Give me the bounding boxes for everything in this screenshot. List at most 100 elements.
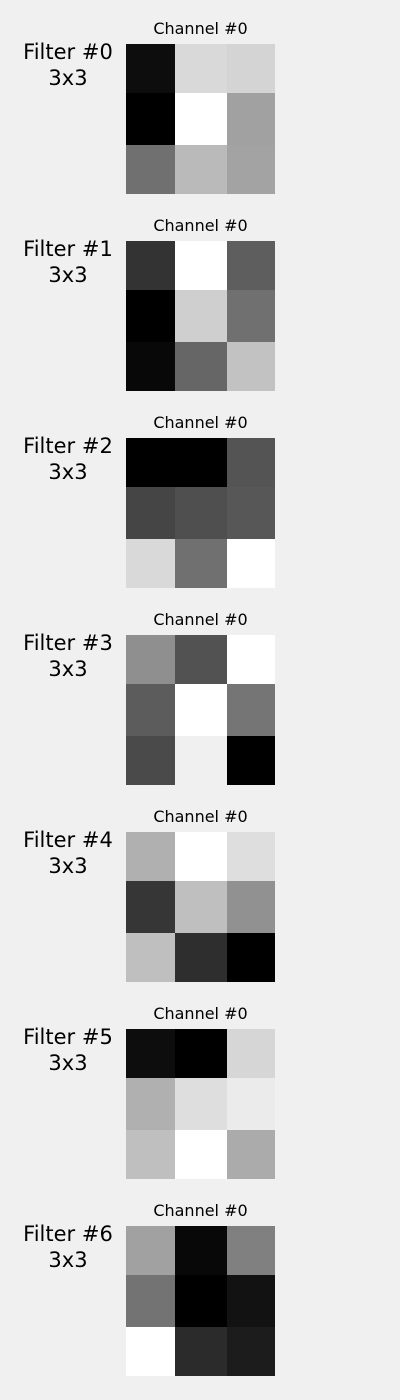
heatmap-grid bbox=[126, 241, 275, 391]
heatmap-grid bbox=[126, 1226, 275, 1376]
channel-title: Channel #0 bbox=[153, 1201, 248, 1220]
heatmap-cell-r1-c0 bbox=[126, 881, 175, 933]
heatmap-cell-r2-c1 bbox=[175, 342, 227, 391]
filter-size: 3x3 bbox=[48, 854, 88, 878]
heatmap-cell-r0-c0 bbox=[126, 1226, 175, 1275]
heatmap-grid bbox=[126, 635, 275, 785]
filter-name: Filter #1 bbox=[23, 237, 113, 261]
heatmap-cell-r0-c0 bbox=[126, 241, 175, 290]
heatmap-cell-r1-c1 bbox=[175, 290, 227, 342]
heatmap-cell-r2-c0 bbox=[126, 736, 175, 785]
channel-title: Channel #0 bbox=[153, 216, 248, 235]
channel-title: Channel #0 bbox=[153, 807, 248, 826]
filter-name: Filter #0 bbox=[23, 40, 113, 64]
heatmap-cell-r1-c0 bbox=[126, 93, 175, 145]
heatmap-cell-r1-c2 bbox=[227, 290, 275, 342]
heatmap-cell-r2-c2 bbox=[227, 1327, 275, 1376]
heatmap-cell-r1-c2 bbox=[227, 487, 275, 539]
heatmap-cell-r0-c1 bbox=[175, 438, 227, 487]
filter-size: 3x3 bbox=[48, 460, 88, 484]
filter-name: Filter #3 bbox=[23, 631, 113, 655]
filter-size: 3x3 bbox=[48, 1051, 88, 1075]
heatmap-cell-r2-c2 bbox=[227, 539, 275, 588]
heatmap-cell-r0-c1 bbox=[175, 44, 227, 93]
filter-size: 3x3 bbox=[48, 657, 88, 681]
channel-title: Channel #0 bbox=[153, 19, 248, 38]
heatmap-cell-r0-c0 bbox=[126, 1029, 175, 1078]
heatmap-cell-r1-c2 bbox=[227, 1275, 275, 1327]
heatmap-cell-r2-c1 bbox=[175, 539, 227, 588]
heatmap-cell-r0-c2 bbox=[227, 635, 275, 684]
heatmap-cell-r2-c0 bbox=[126, 933, 175, 982]
heatmap-cell-r2-c0 bbox=[126, 539, 175, 588]
heatmap-cell-r2-c1 bbox=[175, 736, 227, 785]
heatmap-cell-r0-c0 bbox=[126, 438, 175, 487]
heatmap-cell-r1-c1 bbox=[175, 1078, 227, 1130]
heatmap-cell-r2-c0 bbox=[126, 145, 175, 194]
heatmap-cell-r1-c1 bbox=[175, 1275, 227, 1327]
heatmap-cell-r2-c2 bbox=[227, 933, 275, 982]
filter-name: Filter #5 bbox=[23, 1025, 113, 1049]
heatmap-cell-r1-c1 bbox=[175, 684, 227, 736]
heatmap-cell-r0-c0 bbox=[126, 44, 175, 93]
heatmap-cell-r2-c2 bbox=[227, 1130, 275, 1179]
heatmap-cell-r0-c0 bbox=[126, 635, 175, 684]
heatmap-cell-r2-c1 bbox=[175, 933, 227, 982]
heatmap-cell-r0-c2 bbox=[227, 1029, 275, 1078]
filter-name: Filter #6 bbox=[23, 1222, 113, 1246]
heatmap-cell-r1-c0 bbox=[126, 487, 175, 539]
heatmap-cell-r0-c1 bbox=[175, 1029, 227, 1078]
heatmap-cell-r0-c2 bbox=[227, 1226, 275, 1275]
heatmap-cell-r0-c1 bbox=[175, 635, 227, 684]
filter-name: Filter #4 bbox=[23, 828, 113, 852]
heatmap-cell-r1-c2 bbox=[227, 93, 275, 145]
heatmap-cell-r2-c2 bbox=[227, 145, 275, 194]
heatmap-cell-r2-c1 bbox=[175, 1327, 227, 1376]
filter-size: 3x3 bbox=[48, 263, 88, 287]
channel-title: Channel #0 bbox=[153, 610, 248, 629]
heatmap-cell-r1-c0 bbox=[126, 1275, 175, 1327]
heatmap-cell-r0-c0 bbox=[126, 832, 175, 881]
heatmap-cell-r1-c1 bbox=[175, 881, 227, 933]
heatmap-cell-r0-c2 bbox=[227, 44, 275, 93]
heatmap-grid bbox=[126, 44, 275, 194]
heatmap-grid bbox=[126, 1029, 275, 1179]
heatmap-cell-r2-c1 bbox=[175, 1130, 227, 1179]
heatmap-cell-r0-c2 bbox=[227, 438, 275, 487]
heatmap-cell-r1-c2 bbox=[227, 881, 275, 933]
heatmap-cell-r1-c0 bbox=[126, 1078, 175, 1130]
heatmap-grid bbox=[126, 832, 275, 982]
heatmap-cell-r1-c0 bbox=[126, 684, 175, 736]
heatmap-cell-r1-c2 bbox=[227, 1078, 275, 1130]
heatmap-cell-r2-c2 bbox=[227, 736, 275, 785]
heatmap-cell-r0-c2 bbox=[227, 241, 275, 290]
filter-size: 3x3 bbox=[48, 1248, 88, 1272]
heatmap-cell-r1-c1 bbox=[175, 487, 227, 539]
heatmap-cell-r2-c0 bbox=[126, 1327, 175, 1376]
heatmap-cell-r1-c2 bbox=[227, 684, 275, 736]
heatmap-cell-r0-c1 bbox=[175, 1226, 227, 1275]
heatmap-cell-r0-c2 bbox=[227, 832, 275, 881]
channel-title: Channel #0 bbox=[153, 413, 248, 432]
filter-size: 3x3 bbox=[48, 66, 88, 90]
heatmap-cell-r1-c1 bbox=[175, 93, 227, 145]
filter-name: Filter #2 bbox=[23, 434, 113, 458]
channel-title: Channel #0 bbox=[153, 1004, 248, 1023]
heatmap-cell-r2-c0 bbox=[126, 1130, 175, 1179]
heatmap-cell-r2-c1 bbox=[175, 145, 227, 194]
heatmap-cell-r0-c1 bbox=[175, 241, 227, 290]
heatmap-cell-r1-c0 bbox=[126, 290, 175, 342]
